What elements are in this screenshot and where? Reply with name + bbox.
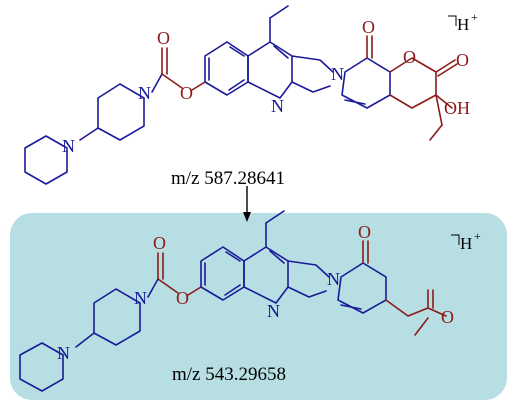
charge-bracket-1: [448, 15, 457, 26]
fragment-highlight-panel: [10, 213, 507, 400]
piperidine-ring-2: [97, 83, 145, 141]
quinoline-ring-b: [247, 41, 293, 99]
charge-bracket-2: [451, 234, 460, 245]
atom-label: O: [358, 222, 371, 242]
piperidine-ring-1: [24, 135, 68, 185]
atom-label: O: [362, 17, 375, 37]
atom-label: N: [138, 83, 151, 103]
atom-label: OH: [444, 98, 470, 118]
piperidine-ring-4: [93, 288, 141, 346]
quinoline-ring-c: [200, 246, 245, 301]
charge-sign-1: +: [471, 10, 478, 24]
atom-label: O: [157, 28, 170, 48]
atom-label: O: [403, 47, 416, 67]
charge-sign-2: +: [474, 229, 481, 243]
fragment-structure: [19, 210, 447, 392]
atom-label: O: [153, 233, 166, 253]
atom-label: N: [331, 64, 344, 84]
arrow-head: [243, 212, 251, 222]
atom-label: N: [267, 301, 280, 321]
atom-label: N: [327, 269, 340, 289]
quinoline-ring-a: [204, 41, 249, 96]
parent-mz-label: m/z 587.28641: [171, 168, 285, 189]
atom-label: O: [441, 307, 454, 327]
atom-label: O: [456, 50, 469, 70]
charge-label-2: H: [460, 234, 472, 253]
quinoline-ring-d: [243, 246, 289, 304]
atom-label: O: [180, 83, 193, 103]
piperidine-ring-3: [19, 342, 64, 392]
atom-label: N: [271, 96, 284, 116]
atom-label: N: [62, 136, 75, 156]
atom-label: N: [134, 288, 147, 308]
charge-label-1: H: [457, 15, 469, 34]
atom-label: N: [57, 343, 70, 363]
atom-label: O: [176, 288, 189, 308]
parent-structure: [24, 5, 458, 185]
fragment-mz-label: m/z 543.29658: [172, 364, 286, 385]
